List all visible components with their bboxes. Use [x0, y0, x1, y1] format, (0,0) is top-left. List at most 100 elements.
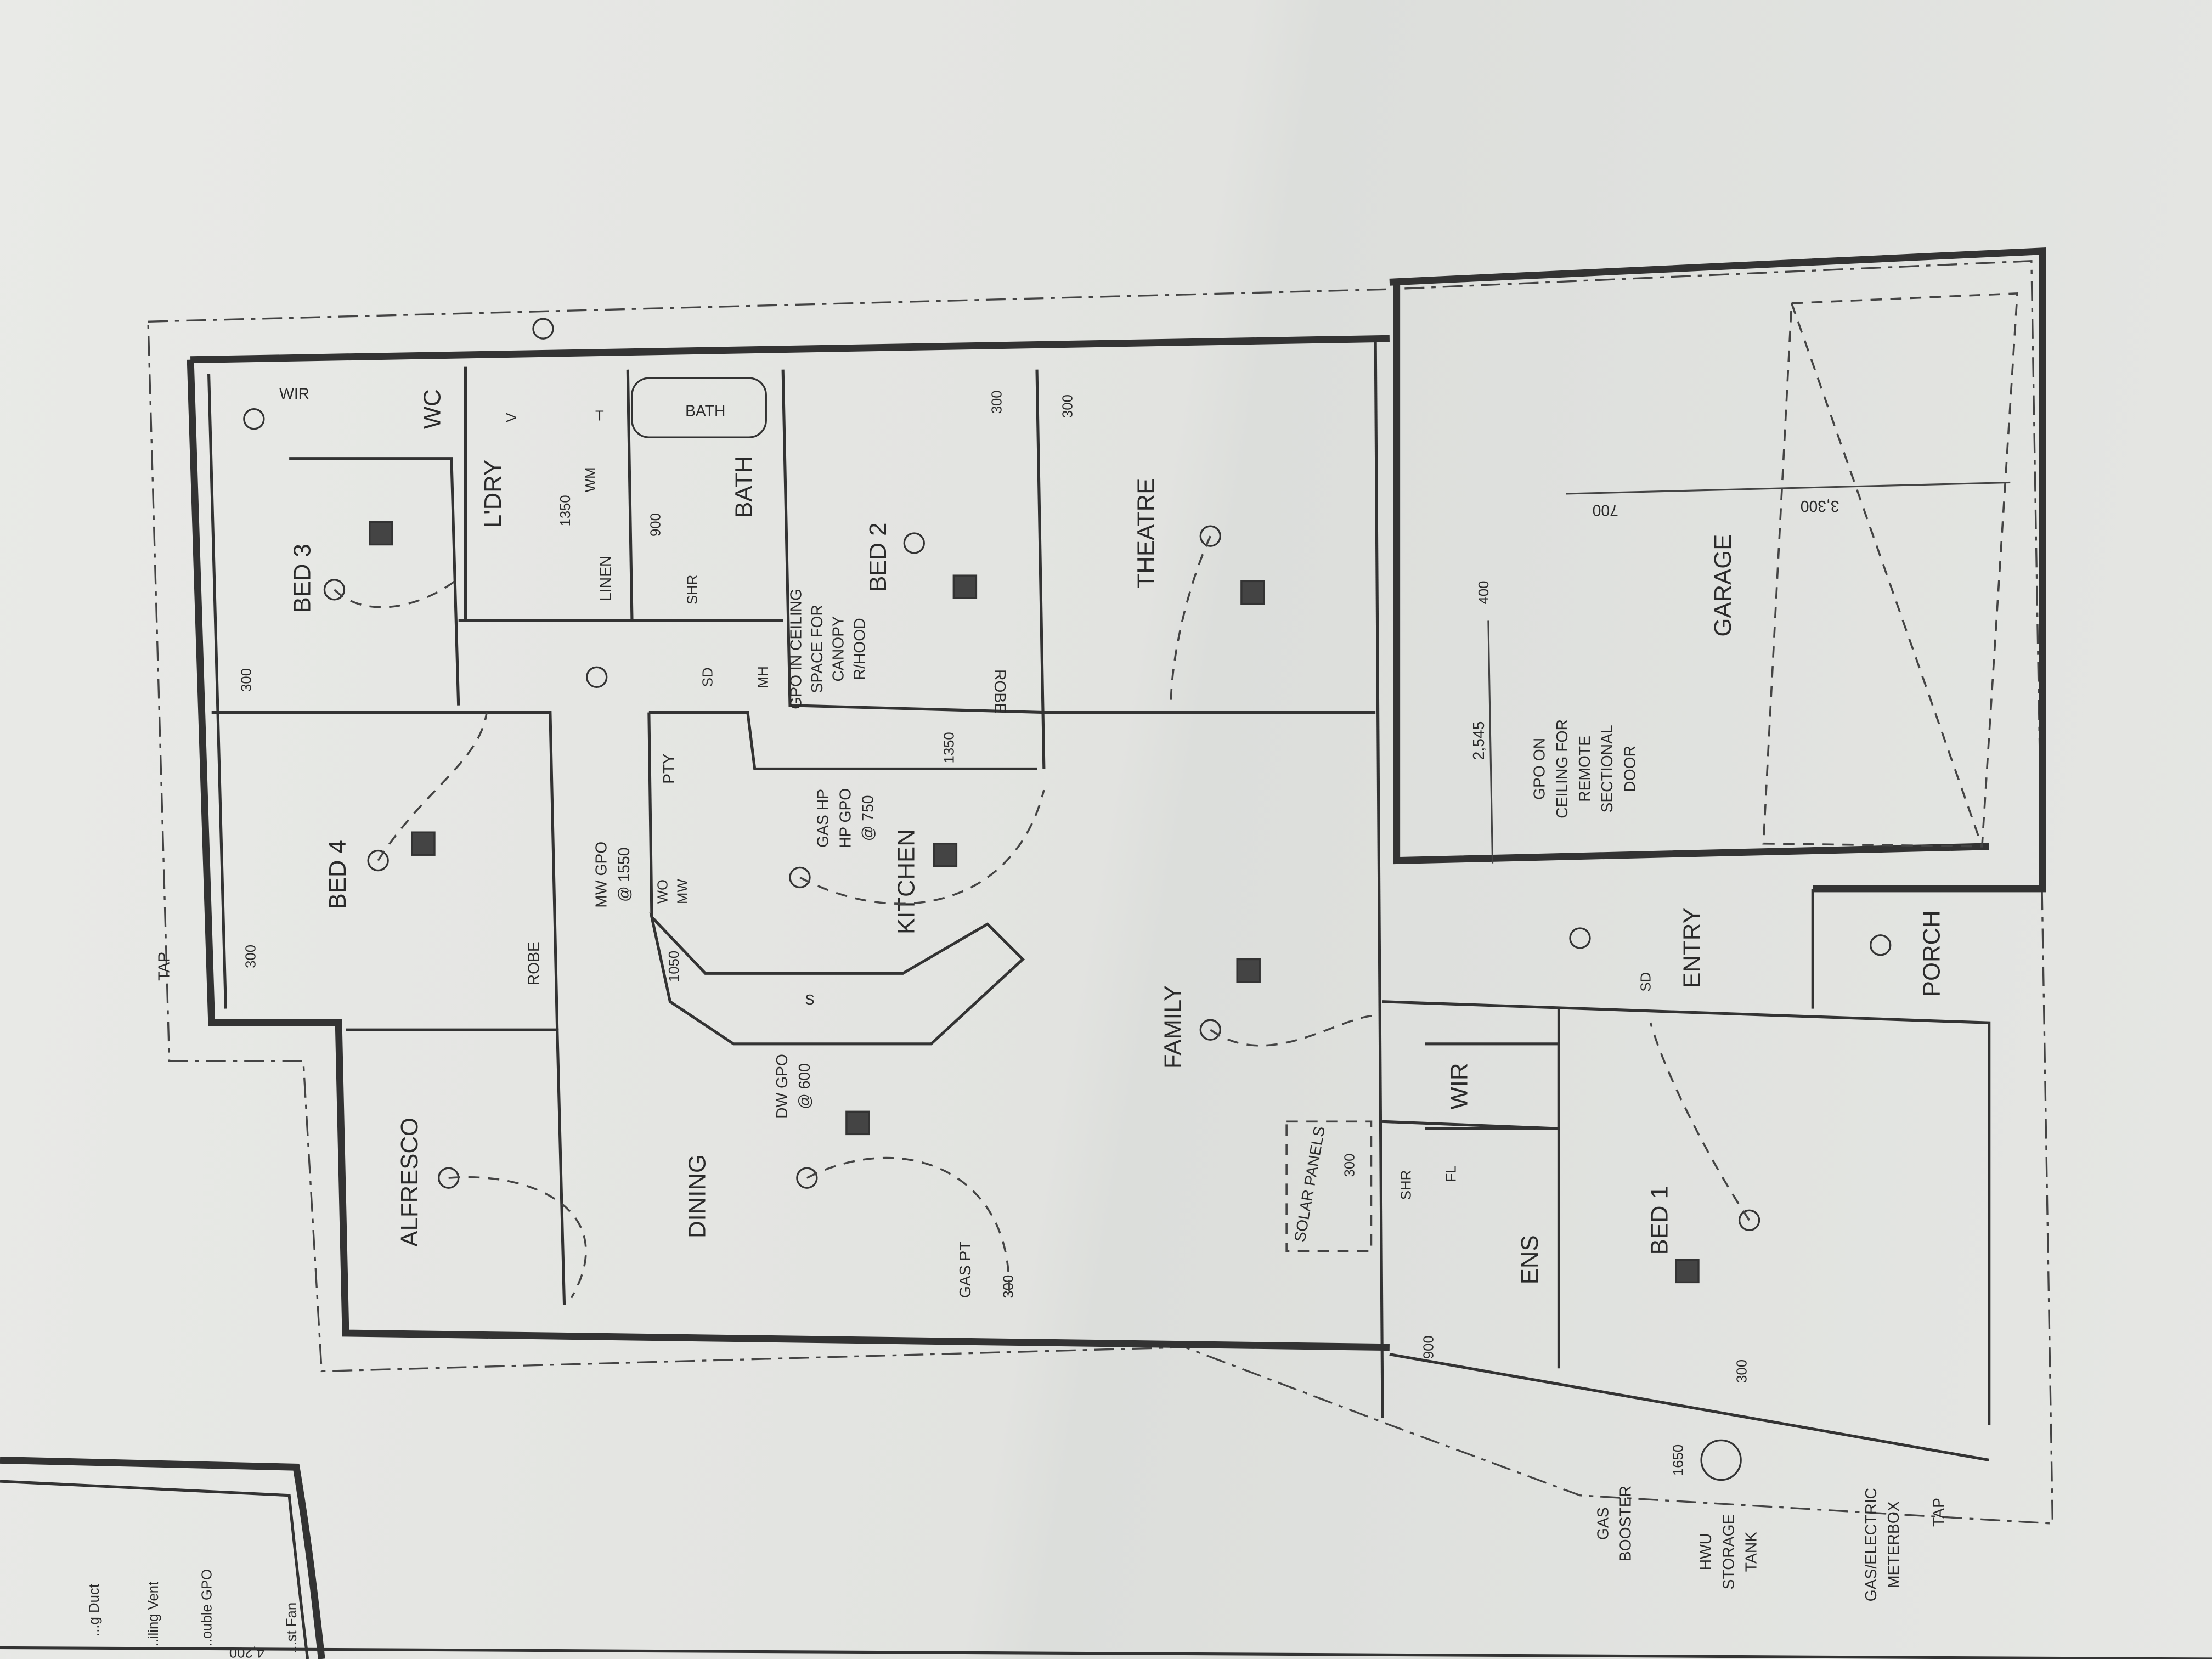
room-bath-tub: BATH	[685, 402, 725, 420]
room-ensuite: ENS	[1516, 1235, 1543, 1284]
note-meterbox-1: GAS/ELECTRIC	[1862, 1488, 1880, 1601]
note-mw-gpo-2: @ 1550	[615, 848, 633, 902]
note-wo: WO	[655, 879, 670, 904]
dim-900: 900	[648, 513, 663, 537]
ceiling-fan-icon	[369, 521, 393, 546]
dim-300: 300	[239, 668, 255, 692]
fixtures	[243, 318, 1892, 1481]
note-remote-1: GPO ON	[1531, 738, 1548, 800]
note-remote-3: REMOTE	[1576, 736, 1593, 802]
note-dw-gpo-1: DW GPO	[773, 1054, 791, 1119]
note-gas-hp-2: HP GPO	[837, 788, 854, 848]
room-shr: SHR	[685, 575, 700, 605]
lot-boundary	[147, 259, 2054, 1525]
vent-label: V	[504, 413, 520, 422]
room-pantry: PTY	[660, 754, 678, 784]
smoke-detector-2: SD	[1639, 972, 1654, 992]
note-remote-4: SECTIONAL	[1598, 725, 1616, 812]
dim-700: 700	[1593, 502, 1618, 520]
note-gas-hp-3: @ 750	[859, 795, 877, 842]
note-tap-left: TAP	[155, 952, 173, 981]
light-icon	[1738, 1209, 1760, 1231]
room-wir-bed1: WIR	[1446, 1063, 1472, 1110]
dim-line-3300	[1566, 481, 2011, 495]
room-porch: PORCH	[1918, 910, 1945, 997]
ceiling-fan-icon	[1675, 1259, 1700, 1284]
room-linen: LINEN	[596, 556, 614, 601]
light-icon	[903, 532, 925, 554]
room-kitchen: KITCHEN	[893, 829, 919, 934]
light-icon	[796, 1167, 818, 1189]
note-gas-booster-1: GAS	[1594, 1507, 1611, 1540]
dim-300: 300	[243, 945, 258, 968]
dim-300: 300	[1734, 1359, 1750, 1383]
note-solar-panels: SOLAR PANELS	[1290, 1125, 1328, 1243]
light-icon	[586, 666, 608, 688]
room-labels: BED 3 BED 4 BED 2 BED 1 WIR WC L'DRY BAT…	[279, 385, 1945, 1285]
hot-water-tank-icon	[1700, 1439, 1742, 1481]
legend-item: ...ouble GPO	[200, 1569, 215, 1651]
bathtub-icon	[631, 377, 767, 438]
ceiling-fan-icon	[952, 574, 978, 599]
ceiling-fan-icon	[1240, 580, 1265, 605]
annotations: GPO IN CEILING SPACE FOR CANOPY R/HOOD G…	[155, 589, 1948, 1601]
dim-300: 300	[1060, 394, 1075, 418]
light-icon	[1569, 927, 1591, 949]
dim-4200: 4,200	[229, 1644, 264, 1659]
dim-3300: 3,300	[1801, 498, 1839, 515]
note-tap-right: TAP	[1929, 1498, 1947, 1527]
dim-300: 300	[990, 390, 1005, 414]
room-robe-bed4: ROBE	[524, 941, 542, 985]
wiring	[334, 535, 1751, 1299]
legend-item: ...iling Vent	[146, 1582, 161, 1651]
light-icon	[367, 849, 389, 872]
dim-300: 300	[1342, 1154, 1358, 1177]
tub-label: T	[595, 408, 604, 424]
note-remote-2: CEILING FOR	[1553, 719, 1571, 819]
legend-item: ...st Fan	[284, 1602, 300, 1654]
ceiling-fan-icon	[933, 843, 958, 867]
note-gas-hp-1: GAS HP	[814, 789, 831, 848]
room-wir-top: WIR	[279, 385, 309, 403]
room-bath: BATH	[731, 455, 758, 517]
ceiling-fan-icon	[411, 831, 436, 856]
note-canopy-1: GPO IN CEILING	[787, 589, 805, 709]
note-mw: MW	[675, 879, 690, 904]
sink-s: S	[805, 992, 814, 1008]
note-hwu-2: STORAGE	[1719, 1514, 1737, 1590]
room-robe-bed2: ROBE	[991, 669, 1009, 713]
room-bed4: BED 4	[324, 840, 351, 909]
room-dining: DINING	[684, 1154, 711, 1238]
ceiling-fan-icon	[845, 1110, 870, 1136]
room-alfresco: ALFRESCO	[396, 1118, 423, 1247]
note-canopy-3: CANOPY	[830, 616, 847, 682]
washing-machine: WM	[583, 467, 599, 492]
dim-1350: 1350	[558, 495, 573, 526]
room-shr-ens: SHR	[1398, 1170, 1414, 1200]
room-wc: WC	[419, 389, 445, 429]
note-hwu-3: TANK	[1742, 1532, 1759, 1572]
manhole-label: MH	[755, 666, 771, 688]
note-gas-pt: GAS PT	[956, 1241, 974, 1298]
note-canopy-4: R/HOOD	[850, 618, 868, 680]
room-bed3: BED 3	[289, 544, 316, 613]
room-family: FAMILY	[1159, 985, 1186, 1069]
light-icon	[789, 866, 811, 889]
room-entry: ENTRY	[1679, 907, 1706, 988]
room-theatre: THEATRE	[1132, 478, 1159, 589]
dim-1650: 1650	[1671, 1444, 1686, 1476]
light-icon	[1199, 525, 1221, 547]
dim-900: 900	[1421, 1335, 1437, 1359]
walls-right-block	[1374, 247, 2046, 1462]
light-icon	[532, 318, 554, 340]
light-icon	[1199, 1019, 1221, 1041]
room-bed2: BED 2	[865, 523, 891, 592]
note-gas-booster-2: BOOSTER	[1617, 1486, 1634, 1561]
light-icon	[323, 579, 346, 601]
note-remote-5: DOOR	[1621, 746, 1638, 792]
legend: ...g Duct ...iling Vent ...ouble GPO ...…	[0, 1457, 2212, 1659]
light-icon	[243, 408, 265, 430]
note-dw-gpo-2: @ 600	[795, 1063, 813, 1109]
dim-1050: 1050	[667, 951, 682, 982]
